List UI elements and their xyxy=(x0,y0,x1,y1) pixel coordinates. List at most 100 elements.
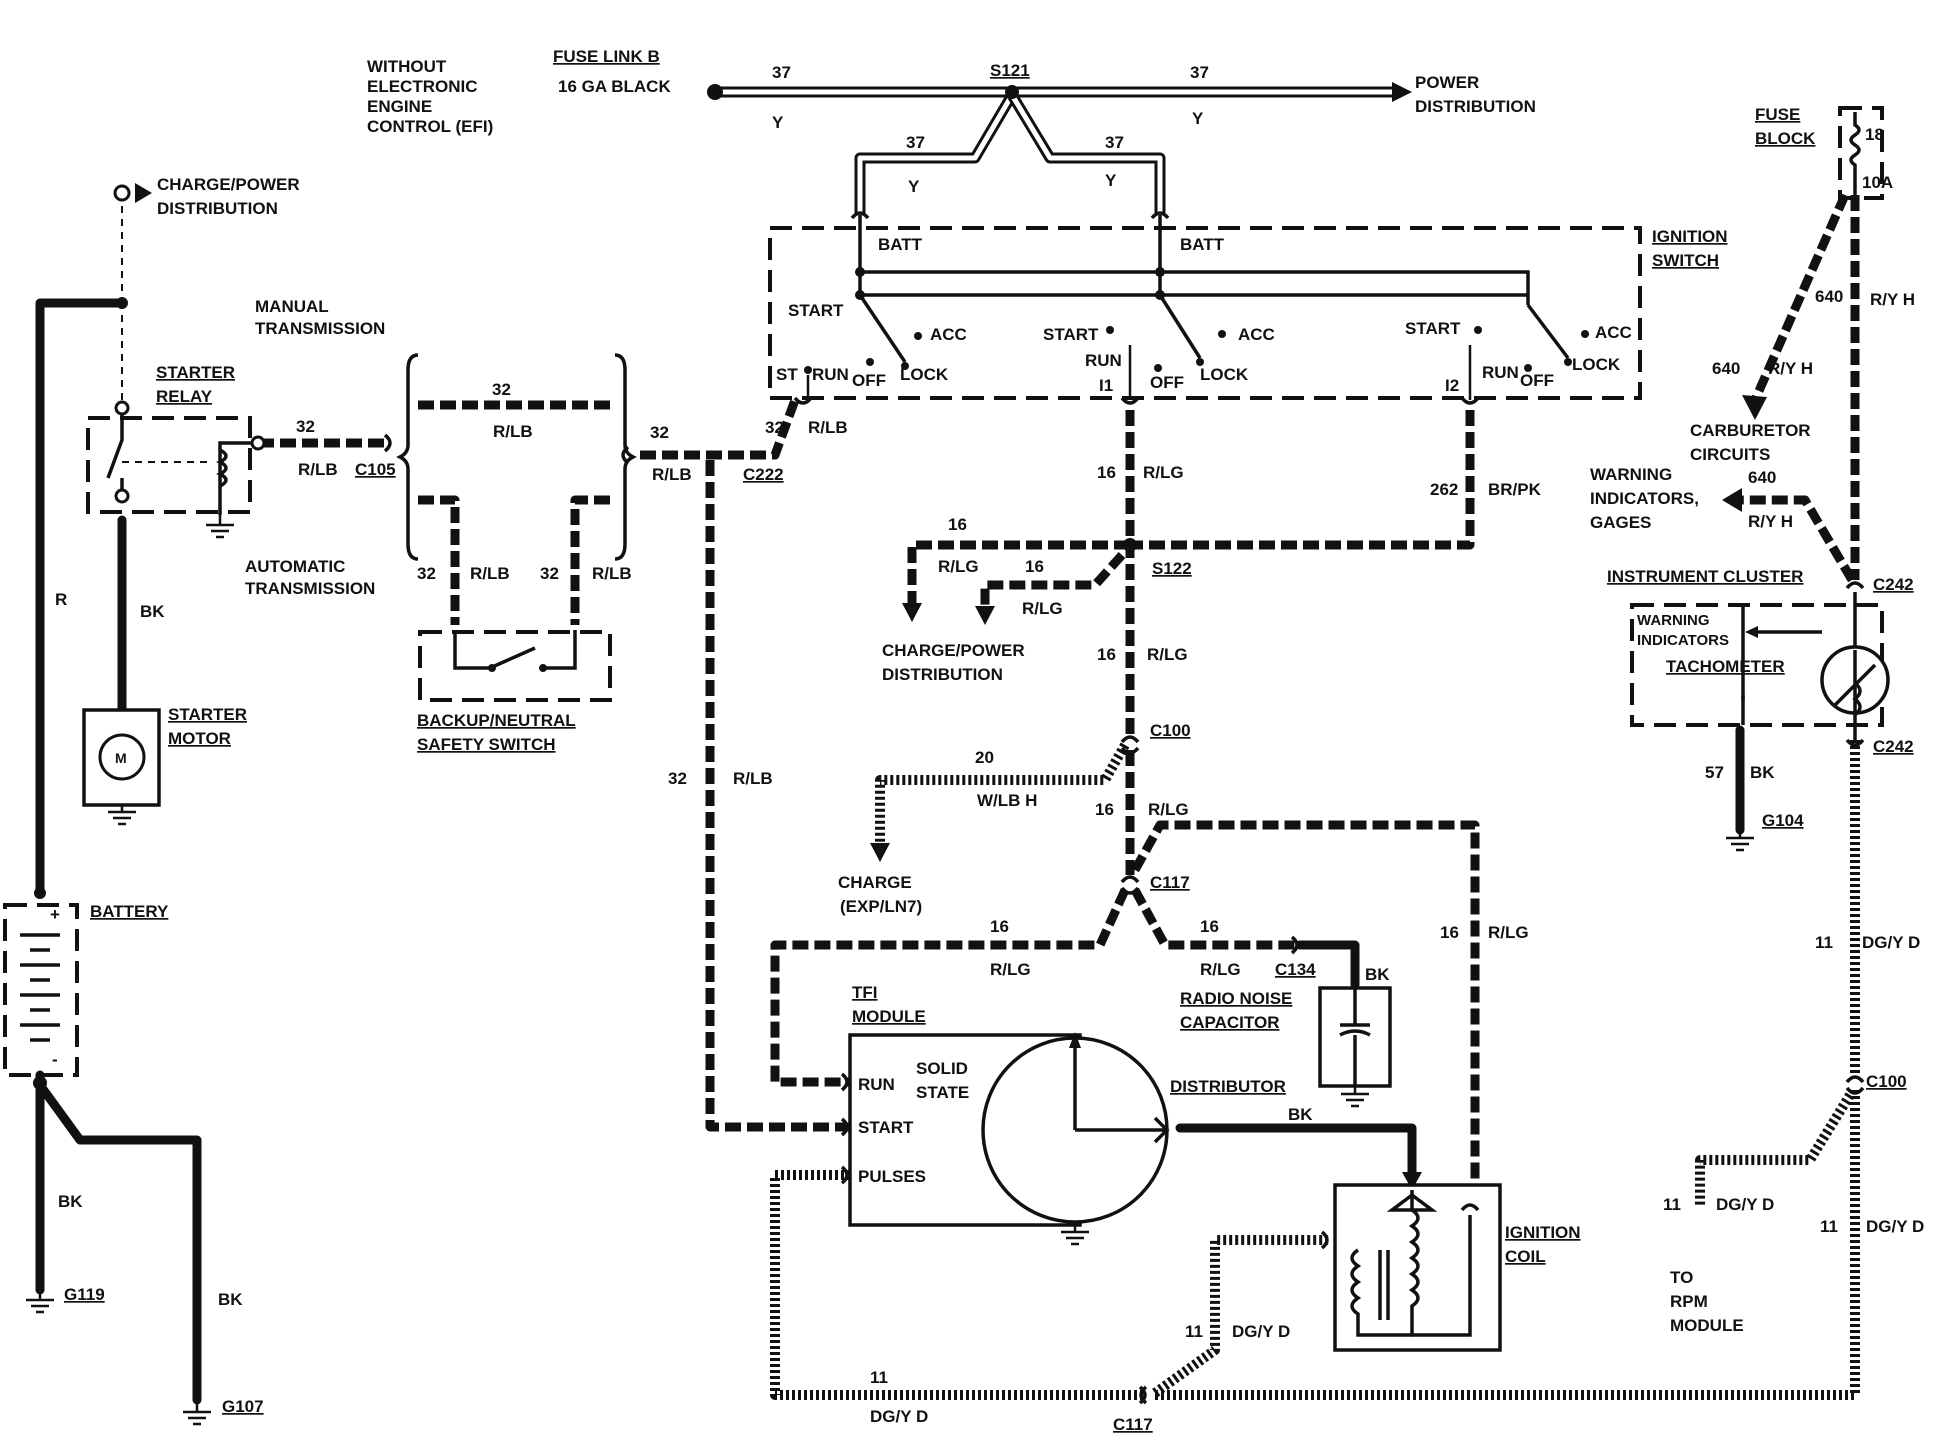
label-rlg-run: R/LG xyxy=(990,960,1031,979)
charge-power-terminal xyxy=(113,184,131,202)
wire-bk-g107 xyxy=(35,1080,202,1405)
auto-trans-2: TRANSMISSION xyxy=(245,579,375,598)
charge-exp-2: (EXP/LN7) xyxy=(840,897,922,916)
label-c242-bottom: C242 xyxy=(1873,737,1914,756)
to-rpm-3: MODULE xyxy=(1670,1316,1744,1335)
starter-motor-ground-icon xyxy=(108,805,136,826)
acc-label-2: ACC xyxy=(1238,325,1275,344)
motor-symbol: M xyxy=(115,750,127,766)
wire-32-rlb-switch xyxy=(640,398,800,460)
backup-neutral-switch: 32 R/LB 32 R/LB 32 R/LB BACKUP/NEUTRAL S… xyxy=(396,353,848,788)
wire-16-rlg-tfi-run xyxy=(770,888,1130,1087)
label-wlbh: W/LB H xyxy=(977,791,1037,810)
label-rlb-manual: R/LB xyxy=(493,422,533,441)
fuse-block-2: BLOCK xyxy=(1755,129,1816,148)
wire-20-wlbh xyxy=(875,742,1130,845)
bottom-loop-labels: 11 DG/Y D C117 xyxy=(870,1368,1153,1434)
capacitor-ground-icon xyxy=(1341,1086,1369,1108)
label-16-c117: 16 xyxy=(1095,800,1114,819)
label-dgyd-tach: DG/Y D xyxy=(1862,933,1920,952)
manual-trans-1: MANUAL xyxy=(255,297,329,316)
charge-power-mid-1: CHARGE/POWER xyxy=(882,641,1025,660)
label-g104: G104 xyxy=(1762,811,1804,830)
label-c100-right: C100 xyxy=(1866,1072,1907,1091)
fuse-rating: 10A xyxy=(1862,173,1893,192)
starter-motor-2: MOTOR xyxy=(168,729,231,748)
tfi-pin-start: START xyxy=(858,1118,914,1137)
carburetor-2: CIRCUITS xyxy=(1690,445,1770,464)
label-s122: S122 xyxy=(1152,559,1192,578)
without-efi-line3: ENGINE xyxy=(367,97,432,116)
g104-ground-icon xyxy=(1726,830,1754,852)
label-dgyd-rpm: DG/Y D xyxy=(1716,1195,1774,1214)
ignition-switch-title-2: SWITCH xyxy=(1652,251,1719,270)
ignition-coil-label-1: IGNITION xyxy=(1505,1223,1581,1242)
auto-trans-1: AUTOMATIC xyxy=(245,557,345,576)
to-rpm-1: TO xyxy=(1670,1268,1693,1287)
charge-power-top-1: CHARGE/POWER xyxy=(157,175,300,194)
wire-bk-capacitor xyxy=(1295,940,1360,990)
label-rlb-c222: R/LB xyxy=(652,465,692,484)
battery-box xyxy=(3,903,79,1077)
solid-state-1: SOLID xyxy=(916,1059,968,1078)
without-efi-line2: ELECTRONIC xyxy=(367,77,478,96)
label-c117-bottom: C117 xyxy=(1113,1415,1153,1434)
warning-gages-3: GAGES xyxy=(1590,513,1651,532)
off-label-1: OFF xyxy=(852,371,886,390)
battery-label: BATTERY xyxy=(90,902,169,921)
wire-r-battery xyxy=(35,298,127,895)
label-rlg-i1: R/LG xyxy=(1143,463,1184,482)
wire-32-rlb-tfi-start xyxy=(705,460,850,1132)
power-distribution-line1: POWER xyxy=(1415,73,1479,92)
wire-16-rlg-coil xyxy=(1131,820,1480,1215)
label-rlb-relay: R/LB xyxy=(298,460,338,479)
wire-16-rlg-s122-branch xyxy=(980,551,1126,608)
acc-label-3: ACC xyxy=(1595,323,1632,342)
label-r-battery: R xyxy=(55,590,67,609)
label-32-start: 32 xyxy=(668,769,687,788)
label-c105: C105 xyxy=(355,460,396,479)
ignition-coil-label-2: COIL xyxy=(1505,1247,1546,1266)
wire-262-brpk xyxy=(1130,410,1475,550)
wire-640-ryh-carb xyxy=(1750,193,1850,402)
center-wiring-labels: 16 R/LG 262 BR/PK 16 R/LG 16 R/LG S122 C… xyxy=(838,463,1542,984)
lock-label-2: LOCK xyxy=(1200,365,1249,384)
backup-switch-box xyxy=(418,630,612,702)
label-16-coil: 16 xyxy=(1440,923,1459,942)
label-bk-g107: BK xyxy=(218,1290,243,1309)
g107-ground-icon xyxy=(183,1400,211,1426)
st-label: ST xyxy=(776,365,798,384)
label-37-d: 37 xyxy=(1105,133,1124,152)
wires xyxy=(35,82,1860,1405)
lock-label-3: LOCK xyxy=(1572,355,1621,374)
label-37-a: 37 xyxy=(772,63,791,82)
distributor-ground-icon xyxy=(1061,1222,1089,1246)
charge-power-mid-2: DISTRIBUTION xyxy=(882,665,1003,684)
backup-switch-2: SAFETY SWITCH xyxy=(417,735,556,754)
label-bk-relay: BK xyxy=(140,602,165,621)
tfi-label-1: TFI xyxy=(852,983,878,1002)
i1-label: I1 xyxy=(1099,376,1113,395)
to-rpm-2: RPM xyxy=(1670,1292,1708,1311)
label-dgyd-coil: DG/Y D xyxy=(1232,1322,1290,1341)
start-label-2: START xyxy=(1043,325,1099,344)
label-16-run: 16 xyxy=(990,917,1009,936)
label-32-switch: 32 xyxy=(765,418,784,437)
label-16-c134: 16 xyxy=(1200,917,1219,936)
run-label-1: RUN xyxy=(812,365,849,384)
run-label-2: RUN xyxy=(1085,351,1122,370)
label-rlb-auto-right: R/LB xyxy=(592,564,632,583)
label-16-branch: 16 xyxy=(1025,557,1044,576)
power-distribution-line2: DISTRIBUTION xyxy=(1415,97,1536,116)
wire-11-dgyd-coil xyxy=(1152,1235,1330,1398)
battery-minus: - xyxy=(52,1050,58,1069)
warning-indicators-1: WARNING xyxy=(1637,612,1710,629)
label-y-d: Y xyxy=(1105,171,1117,190)
label-ryh-c: R/Y H xyxy=(1748,512,1793,531)
label-y-c: Y xyxy=(908,177,920,196)
header-block: WITHOUT ELECTRONIC ENGINE CONTROL (EFI) … xyxy=(367,47,1536,196)
wire-37-y-main xyxy=(715,82,1412,102)
fuse-block-1: FUSE xyxy=(1755,105,1800,124)
capacitor-label-2: CAPACITOR xyxy=(1180,1013,1280,1032)
